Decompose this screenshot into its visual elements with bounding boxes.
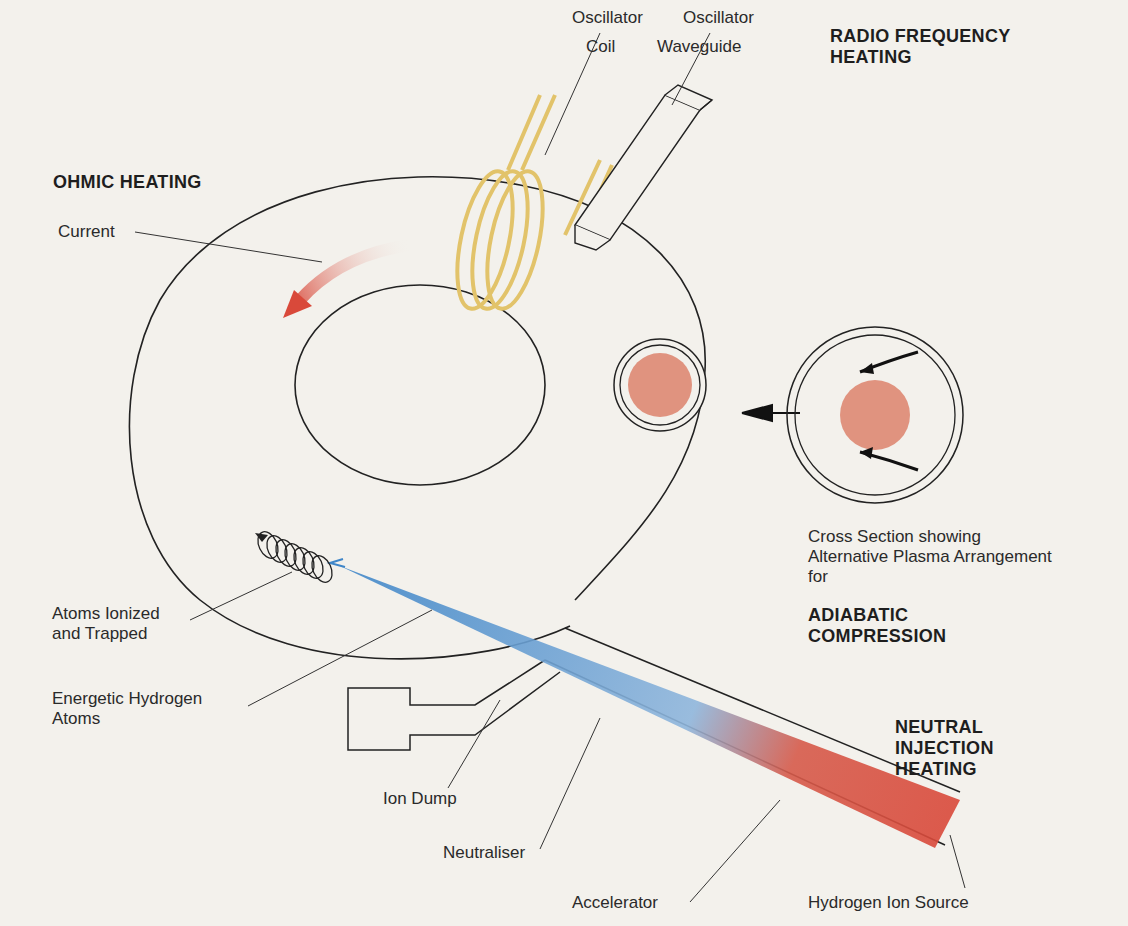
torus-outline (129, 177, 705, 659)
ion-dump (348, 660, 560, 750)
section-heading: RADIO FREQUENCY HEATING (830, 26, 1080, 68)
part-label: Atoms Ionized and Trapped (52, 604, 192, 644)
compression-section (787, 327, 963, 503)
torus-hole (295, 285, 545, 485)
plasma (840, 380, 910, 450)
part-label: Coil (586, 37, 615, 57)
plasma (628, 353, 692, 417)
part-label: Current (58, 222, 115, 242)
section-heading: ADIABATIC COMPRESSION (808, 605, 1008, 647)
part-label: Hydrogen Ion Source (808, 893, 969, 913)
helix-loop (308, 553, 336, 586)
section-heading: NEUTRAL INJECTION HEATING (895, 717, 1025, 781)
note: Cross Section showing Alternative Plasma… (808, 527, 1058, 587)
waveguide (575, 85, 712, 250)
part-label: Waveguide (657, 37, 741, 57)
part-label: Accelerator (572, 893, 658, 913)
section-heading: OHMIC HEATING (53, 172, 202, 193)
part-label: Energetic Hydrogen Atoms (52, 689, 252, 729)
part-label: Ion Dump (383, 789, 457, 809)
part-label: Neutraliser (443, 843, 525, 863)
vessel-section (614, 339, 706, 431)
arrow (742, 405, 800, 421)
leader-line (135, 33, 965, 902)
part-label: Oscillator (572, 8, 643, 28)
part-label: Oscillator (683, 8, 754, 28)
rf-coil (447, 95, 612, 313)
trapped-ion-helix (254, 529, 336, 586)
helix-loop (299, 549, 327, 582)
